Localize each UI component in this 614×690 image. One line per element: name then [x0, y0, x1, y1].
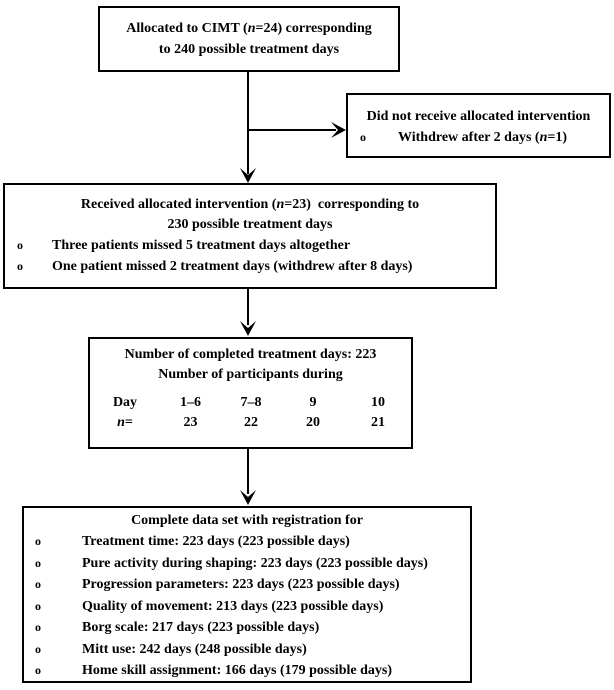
bullet-item: o Treatment time: 223 days (223 possible… — [24, 531, 470, 553]
n-symbol: n — [247, 21, 256, 36]
n-symbol: n — [117, 415, 125, 430]
not-received-title: Did not receive allocated intervention — [366, 109, 591, 124]
table-col-header: 7–8 — [240, 395, 262, 410]
bullet-item: o Borg scale: 217 days (223 possible day… — [24, 617, 470, 639]
bullet-marker: o — [35, 555, 41, 570]
bullet-marker: o — [35, 534, 41, 548]
box-received: Received allocated intervention (n=23) c… — [3, 183, 497, 289]
bullet-item: o Pure activity during shaping: 223 days… — [24, 553, 470, 575]
bullet-text: Three patients missed 5 treatment days a… — [52, 238, 351, 253]
bullet-item: o Progression parameters: 223 days (223 … — [24, 574, 470, 596]
text-fragment: Withdrew after 2 days ( — [398, 130, 540, 145]
arrowhead-down-completed — [240, 321, 256, 336]
bullet-marker: o — [17, 259, 23, 273]
bullet-item: o Withdrew after 2 days (n=1) — [348, 127, 609, 148]
table-row1-label: Day — [112, 395, 138, 410]
table-value: 20 — [306, 415, 320, 430]
bullet-text: Withdrew after 2 days (n=1) — [398, 127, 567, 148]
arrowhead-down-complete-data — [240, 490, 256, 505]
completed-line1: Number of completed treatment days: 223 — [124, 347, 377, 362]
text-fragment: =1) — [547, 130, 567, 145]
complete-data-title: Complete data set with registration for — [131, 513, 363, 528]
arrowhead-right-not-received — [331, 122, 346, 138]
table-value: 22 — [244, 415, 258, 430]
bullet-item: o Three patients missed 5 treatment days… — [5, 235, 495, 256]
bullet-item: o Mitt use: 242 days (248 possible days) — [24, 639, 470, 661]
received-line2: 230 possible treatment days — [167, 217, 333, 232]
box-completed: Number of completed treatment days: 223 … — [88, 337, 413, 449]
bullet-text: Mitt use: 242 days (248 possible days) — [82, 641, 307, 657]
table-row2-label: n= — [90, 413, 160, 433]
bullet-item: o Quality of movement: 213 days (223 pos… — [24, 596, 470, 618]
box-complete-data: Complete data set with registration for … — [22, 506, 472, 683]
bullet-marker: o — [360, 130, 366, 144]
bullet-text: Home skill assignment: 166 days (179 pos… — [82, 663, 392, 678]
bullet-marker: o — [35, 598, 41, 613]
table-col-header: 1–6 — [180, 395, 201, 410]
bullet-marker: o — [35, 577, 41, 591]
text-fragment: =24) corresponding — [255, 21, 372, 36]
bullet-item: o Home skill assignment: 166 days (179 p… — [24, 660, 470, 682]
text-fragment: Received allocated intervention ( — [80, 197, 277, 212]
bullet-marker: o — [35, 620, 41, 634]
text-fragment: Allocated to CIMT ( — [126, 21, 248, 36]
bullet-text: Progression parameters: 223 days (223 po… — [82, 577, 400, 592]
table-col-header: 9 — [309, 395, 317, 410]
box-allocated: Allocated to CIMT (n=24) corresponding t… — [98, 6, 400, 72]
n-symbol: n — [276, 197, 285, 212]
table-col-header: 10 — [371, 395, 385, 410]
allocated-line1: Allocated to CIMT (n=24) corresponding — [100, 18, 398, 39]
bullet-marker: o — [17, 238, 23, 252]
text-fragment: = — [124, 415, 133, 430]
bullet-marker: o — [35, 663, 41, 677]
bullet-text: Treatment time: 223 days (223 possible d… — [82, 534, 350, 549]
table-value: 21 — [371, 415, 385, 430]
allocated-line2: to 240 possible treatment days — [158, 42, 340, 57]
text-fragment: =23) corresponding to — [284, 197, 420, 212]
arrowhead-down-received — [240, 168, 256, 183]
box-not-received: Did not receive allocated intervention o… — [346, 93, 611, 158]
received-line1: Received allocated intervention (n=23) c… — [5, 195, 495, 215]
completed-line2: Number of participants during — [158, 367, 343, 382]
bullet-text: Quality of movement: 213 days (223 possi… — [82, 598, 384, 614]
n-symbol: n — [539, 130, 548, 145]
bullet-text: One patient missed 2 treatment days (wit… — [52, 259, 413, 274]
table-value: 23 — [183, 415, 198, 430]
bullet-item: o One patient missed 2 treatment days (w… — [5, 256, 495, 277]
bullet-text: Borg scale: 217 days (223 possible days) — [82, 620, 320, 635]
bullet-marker: o — [35, 641, 41, 656]
bullet-text: Pure activity during shaping: 223 days (… — [82, 555, 428, 571]
participants-table: Day 1–6 7–8 9 10 n= 23 22 20 21 — [90, 393, 411, 433]
